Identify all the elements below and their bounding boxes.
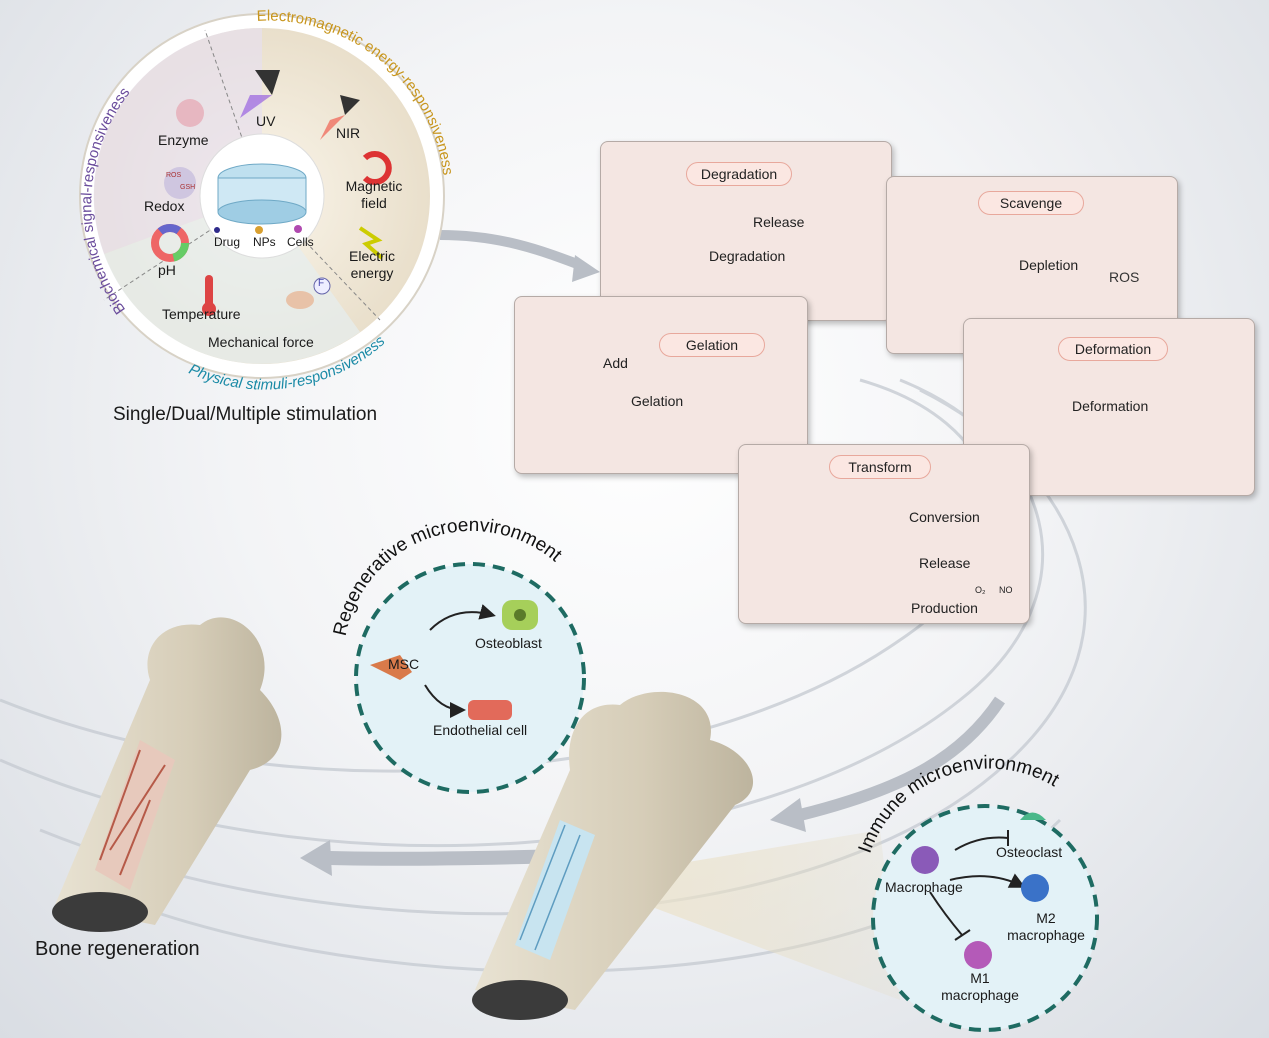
panel-deformation: Deformation Deformation (963, 318, 1255, 496)
immune-circle (871, 804, 1099, 1032)
m1-label: M1 macrophage (941, 970, 1019, 1003)
gelation-process-label: Gelation (631, 393, 684, 409)
transform-o2-label: O₂ (975, 585, 986, 595)
wheel-electric-label: Electric energy (349, 248, 395, 281)
immune-title: Immune microenvironment (855, 753, 1063, 856)
gsh-icon-label: GSH (180, 184, 196, 191)
transform-release-label: Release (919, 555, 971, 571)
regenerative-circle (354, 562, 586, 794)
msc-label: MSC (388, 656, 420, 672)
center-drug-label: Drug (214, 235, 241, 249)
scavenge-process-label: Depletion (1019, 257, 1079, 273)
center-nps-label: NPs (253, 235, 276, 249)
endothelial-label: Endothelial cell (433, 722, 528, 738)
wheel-caption: Single/Dual/Multiple stimulation (113, 404, 378, 425)
force-icon-label: F (318, 278, 325, 289)
degradation-process-label: Degradation (709, 248, 786, 264)
panel-gelation-title: Gelation (659, 333, 765, 357)
degradation-release-label: Release (753, 214, 805, 230)
wheel-temperature-label: Temperature (162, 306, 241, 322)
transform-production-label: Production (911, 600, 978, 616)
center-cells-label: Cells (287, 235, 314, 249)
wheel-uv-label: UV (256, 113, 276, 129)
left-bone (52, 617, 282, 932)
swirl-arrow (439, 230, 582, 270)
panel-transform: Transform Conversion Release Production … (738, 444, 1030, 624)
osteoblast-label: Osteoblast (475, 635, 542, 651)
panel-deformation-title: Deformation (1058, 337, 1168, 361)
wheel-redox-label: Redox (144, 198, 185, 214)
wheel-magnetic-label: Magnetic field (345, 178, 403, 211)
wheel-mechanical-label: Mechanical force (208, 334, 314, 350)
scavenge-ros-label: ROS (1109, 269, 1140, 285)
wheel-nir-label: NIR (336, 125, 361, 141)
panel-transform-title: Transform (829, 455, 931, 479)
ros-icon-label: ROS (166, 172, 182, 179)
panel-degradation-title: Degradation (686, 162, 792, 186)
wheel-ph-label: pH (158, 262, 176, 278)
stimulus-wheel (79, 13, 445, 379)
wheel-enzyme-label: Enzyme (158, 132, 209, 148)
transform-no-label: NO (999, 585, 1013, 595)
gelation-add-label: Add (603, 355, 628, 371)
bone-regeneration-label: Bone regeneration (35, 938, 200, 960)
transform-conversion-label: Conversion (909, 509, 980, 525)
osteoclast-label: Osteoclast (996, 844, 1063, 860)
panel-degradation: Degradation Release Degradation (600, 141, 892, 321)
macrophage-label: Macrophage (885, 879, 963, 895)
panel-scavenge-title: Scavenge (978, 191, 1084, 215)
regenerative-title: Regenerative microenvironment (330, 515, 566, 638)
right-swirl-arrow (798, 696, 1005, 821)
deformation-process-label: Deformation (1072, 398, 1149, 414)
m2-label: M2 macrophage (1007, 910, 1085, 943)
middle-bone (472, 691, 754, 1020)
